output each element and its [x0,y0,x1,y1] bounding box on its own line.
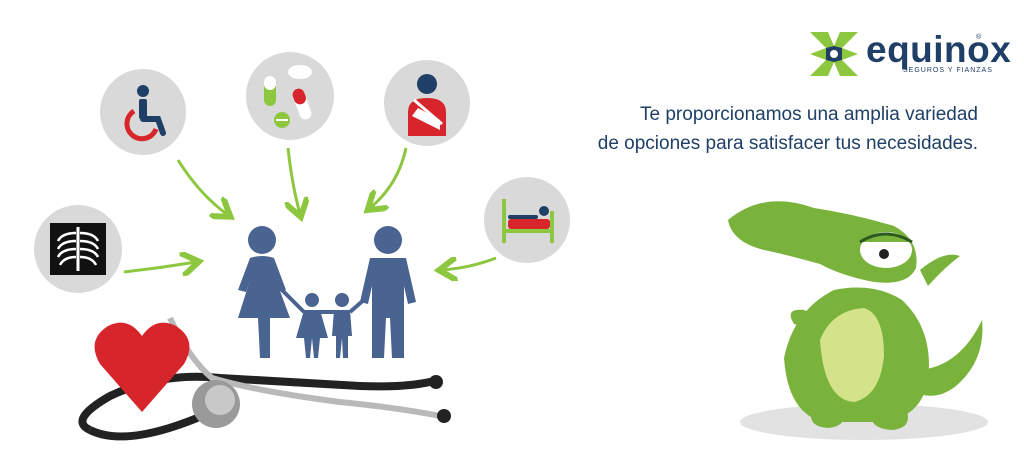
hospital-bed-circle [484,177,570,263]
dragon-mascot-icon [728,201,988,440]
heart-shape [94,322,190,412]
heart-stethoscope-icon [78,316,451,441]
brand-name: equinox [866,29,1012,70]
xray-icon [50,223,106,275]
equinox-emblem-icon [808,28,860,80]
family-icon [238,226,416,358]
arrow-injury [370,147,408,208]
headline-line-1: Te proporcionamos una amplia variedad [640,104,978,125]
headline: Te proporcionamos una amplia variedad de… [540,100,978,158]
xray-circle [34,205,122,293]
brand-tagline: SEGUROS Y FIANZAS [903,67,993,74]
equinox-logo: equinox ® SEGUROS Y FIANZAS [808,28,1011,80]
arrow-wheelchair [176,159,228,215]
wheelchair-icon [124,85,166,142]
arrow-xray [123,262,196,272]
injury-circle [384,60,470,146]
pills-icon [264,65,312,128]
pills-circle [246,52,334,140]
headline-line-2: de opciones para satisfacer tus necesida… [597,133,978,154]
arrow-pills [288,147,300,214]
hospital-bed-icon [502,199,554,243]
registered-mark: ® [976,34,982,41]
wheelchair-circle [100,69,186,155]
injured-arm-icon [408,74,446,136]
